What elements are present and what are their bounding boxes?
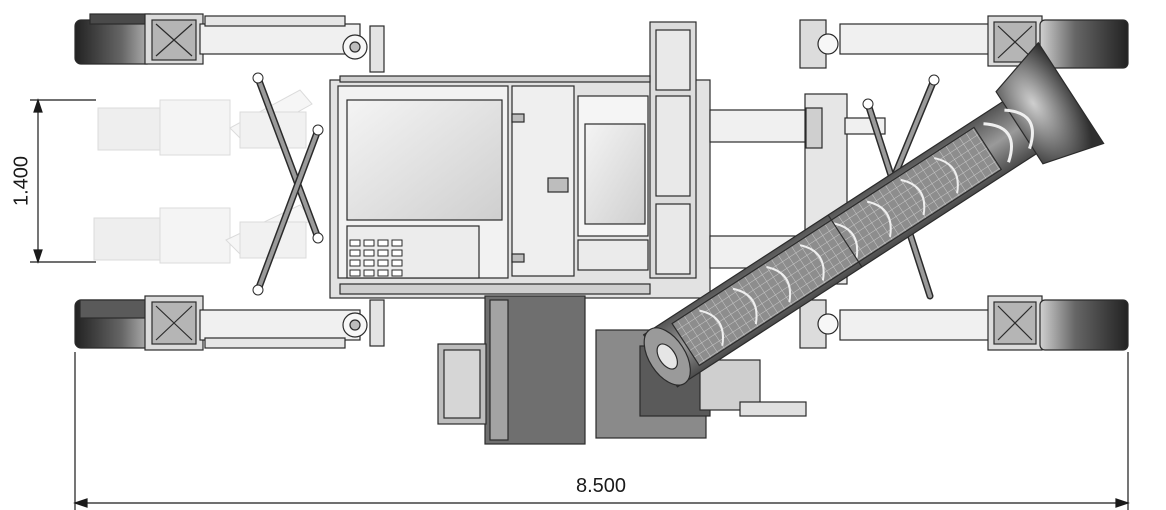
offset-dimension-label: 1.400 (10, 156, 32, 206)
left-lower-leg (74, 295, 385, 351)
right-upper-leg (799, 15, 1129, 69)
control-keypad (349, 239, 403, 277)
ghost-leg-lower (93, 204, 313, 264)
main-body (329, 21, 711, 299)
dimension-offset (30, 98, 96, 264)
right-lower-leg (799, 295, 1129, 351)
width-dimension-label: 8.500 (576, 475, 626, 497)
left-cross-struts (252, 72, 324, 296)
left-upper-leg (74, 13, 385, 73)
dimension-width (73, 352, 1130, 510)
auger-conveyor (642, 41, 1105, 388)
